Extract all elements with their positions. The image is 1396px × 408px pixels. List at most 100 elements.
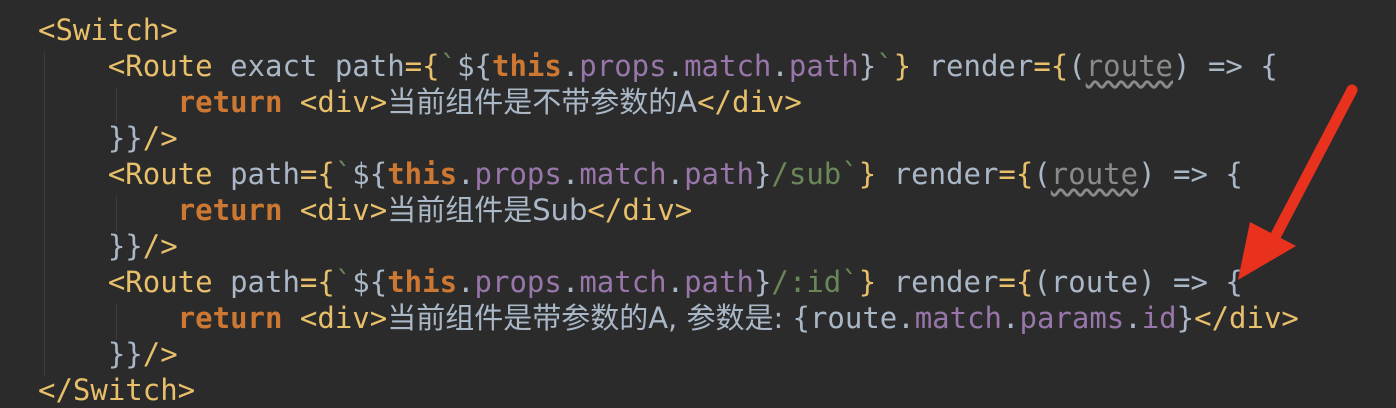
code-line[interactable]: }}/> — [38, 336, 1299, 372]
code-token: ={ — [1033, 49, 1069, 83]
code-token: return — [177, 193, 300, 227]
code-token: ${ — [352, 265, 388, 299]
code-token: 当前组件是带参数的A, 参数是: — [387, 301, 793, 335]
indent — [38, 157, 108, 191]
code-token: path — [230, 265, 300, 299]
code-line[interactable]: </Switch> — [38, 372, 1299, 408]
code-line[interactable]: return <div>当前组件是带参数的A, 参数是: {route.matc… — [38, 300, 1299, 336]
code-token: . — [1124, 301, 1142, 335]
code-token: render — [911, 49, 1034, 83]
code-token: exact path — [230, 49, 405, 83]
code-token: ( — [1033, 157, 1051, 191]
code-token: <div> — [299, 85, 388, 119]
code-token: ` — [439, 49, 458, 83]
code-token: } — [858, 265, 877, 299]
code-token: path — [684, 157, 754, 191]
code-line[interactable]: <Route path={`${this.props.match.path}/s… — [38, 156, 1299, 192]
code-token: ${ — [352, 157, 388, 191]
indent — [38, 193, 178, 227]
code-line[interactable]: return <div>当前组件是Sub</div> — [38, 192, 1299, 228]
red-arrow-icon — [1238, 84, 1358, 280]
code-token: params — [1019, 301, 1125, 335]
code-line[interactable]: <Switch> — [38, 12, 1299, 48]
code-token: match — [914, 301, 1003, 335]
code-token: props — [579, 49, 667, 83]
code-line[interactable]: return <div>当前组件是不带参数的A</div> — [38, 84, 1299, 120]
indent — [38, 85, 178, 119]
code-token: . — [666, 265, 685, 299]
indent — [38, 121, 108, 155]
code-token: . — [561, 157, 580, 191]
code-token: route — [1050, 157, 1139, 191]
code-token: 当前组件是Sub — [387, 193, 588, 227]
code-token: ) => { — [1138, 157, 1243, 191]
code-token: (route) => { — [1033, 265, 1243, 299]
code-token: 当前组件是不带参数的A — [387, 85, 698, 119]
code-token: ) => { — [1173, 49, 1278, 83]
code-token: props — [474, 265, 562, 299]
code-token: path — [788, 49, 859, 83]
code-token: . — [771, 49, 789, 83]
code-token: ` — [334, 157, 353, 191]
code-token: <Route — [107, 49, 231, 83]
code-token: path — [684, 265, 754, 299]
code-token: match — [579, 265, 667, 299]
code-token: . — [457, 265, 475, 299]
code-token: } — [753, 157, 772, 191]
code-token: <Switch> — [38, 13, 178, 47]
code-token: match — [684, 49, 772, 83]
code-token: <Route — [107, 265, 231, 299]
code-token: . — [666, 157, 685, 191]
code-token: </Switch> — [38, 373, 196, 407]
code-token: . — [666, 49, 685, 83]
code-token: . — [561, 265, 580, 299]
code-token: {route. — [792, 301, 915, 335]
code-line[interactable]: }}/> — [38, 120, 1299, 156]
code-token: match — [579, 157, 667, 191]
code-token: this — [387, 265, 458, 299]
code-token: } — [858, 157, 877, 191]
indent — [38, 337, 108, 371]
code-token: } — [893, 49, 912, 83]
code-token: /sub` — [771, 157, 859, 191]
code-token: <div> — [299, 301, 388, 335]
code-token: <Route — [107, 157, 231, 191]
code-token: }} — [107, 337, 143, 371]
code-token: id — [1141, 301, 1177, 335]
code-token: /> — [142, 337, 178, 371]
code-token: this — [387, 157, 458, 191]
code-token: . — [561, 49, 580, 83]
code-token: ={ — [299, 157, 335, 191]
code-token: ={ — [998, 265, 1034, 299]
indent — [38, 301, 178, 335]
code-token: ( — [1068, 49, 1086, 83]
code-token: }} — [107, 121, 143, 155]
code-token: props — [474, 157, 562, 191]
code-token: /> — [142, 121, 178, 155]
indent-guide — [44, 52, 45, 376]
code-token: /:id` — [771, 265, 859, 299]
code-token: ${ — [457, 49, 492, 83]
indent — [38, 49, 108, 83]
code-token: ={ — [404, 49, 440, 83]
code-token: <div> — [299, 193, 388, 227]
code-token: render — [876, 265, 999, 299]
code-token: render — [876, 157, 999, 191]
code-line[interactable]: <Route exact path={`${this.props.match.p… — [38, 48, 1299, 84]
code-line[interactable]: }}/> — [38, 228, 1299, 264]
code-token: </div> — [587, 193, 693, 227]
code-token: . — [457, 157, 475, 191]
code-token: ` — [876, 49, 894, 83]
indent — [38, 265, 108, 299]
code-line[interactable]: <Route path={`${this.props.match.path}/:… — [38, 264, 1299, 300]
indent-guide — [116, 88, 117, 124]
code-token: </div> — [1194, 301, 1299, 335]
code-token: /> — [142, 229, 178, 263]
code-token: . — [1002, 301, 1020, 335]
code-token: } — [858, 49, 877, 83]
code-token: }} — [107, 229, 143, 263]
code-token: } — [753, 265, 772, 299]
code-token: path — [230, 157, 300, 191]
indent-guide — [116, 196, 117, 232]
